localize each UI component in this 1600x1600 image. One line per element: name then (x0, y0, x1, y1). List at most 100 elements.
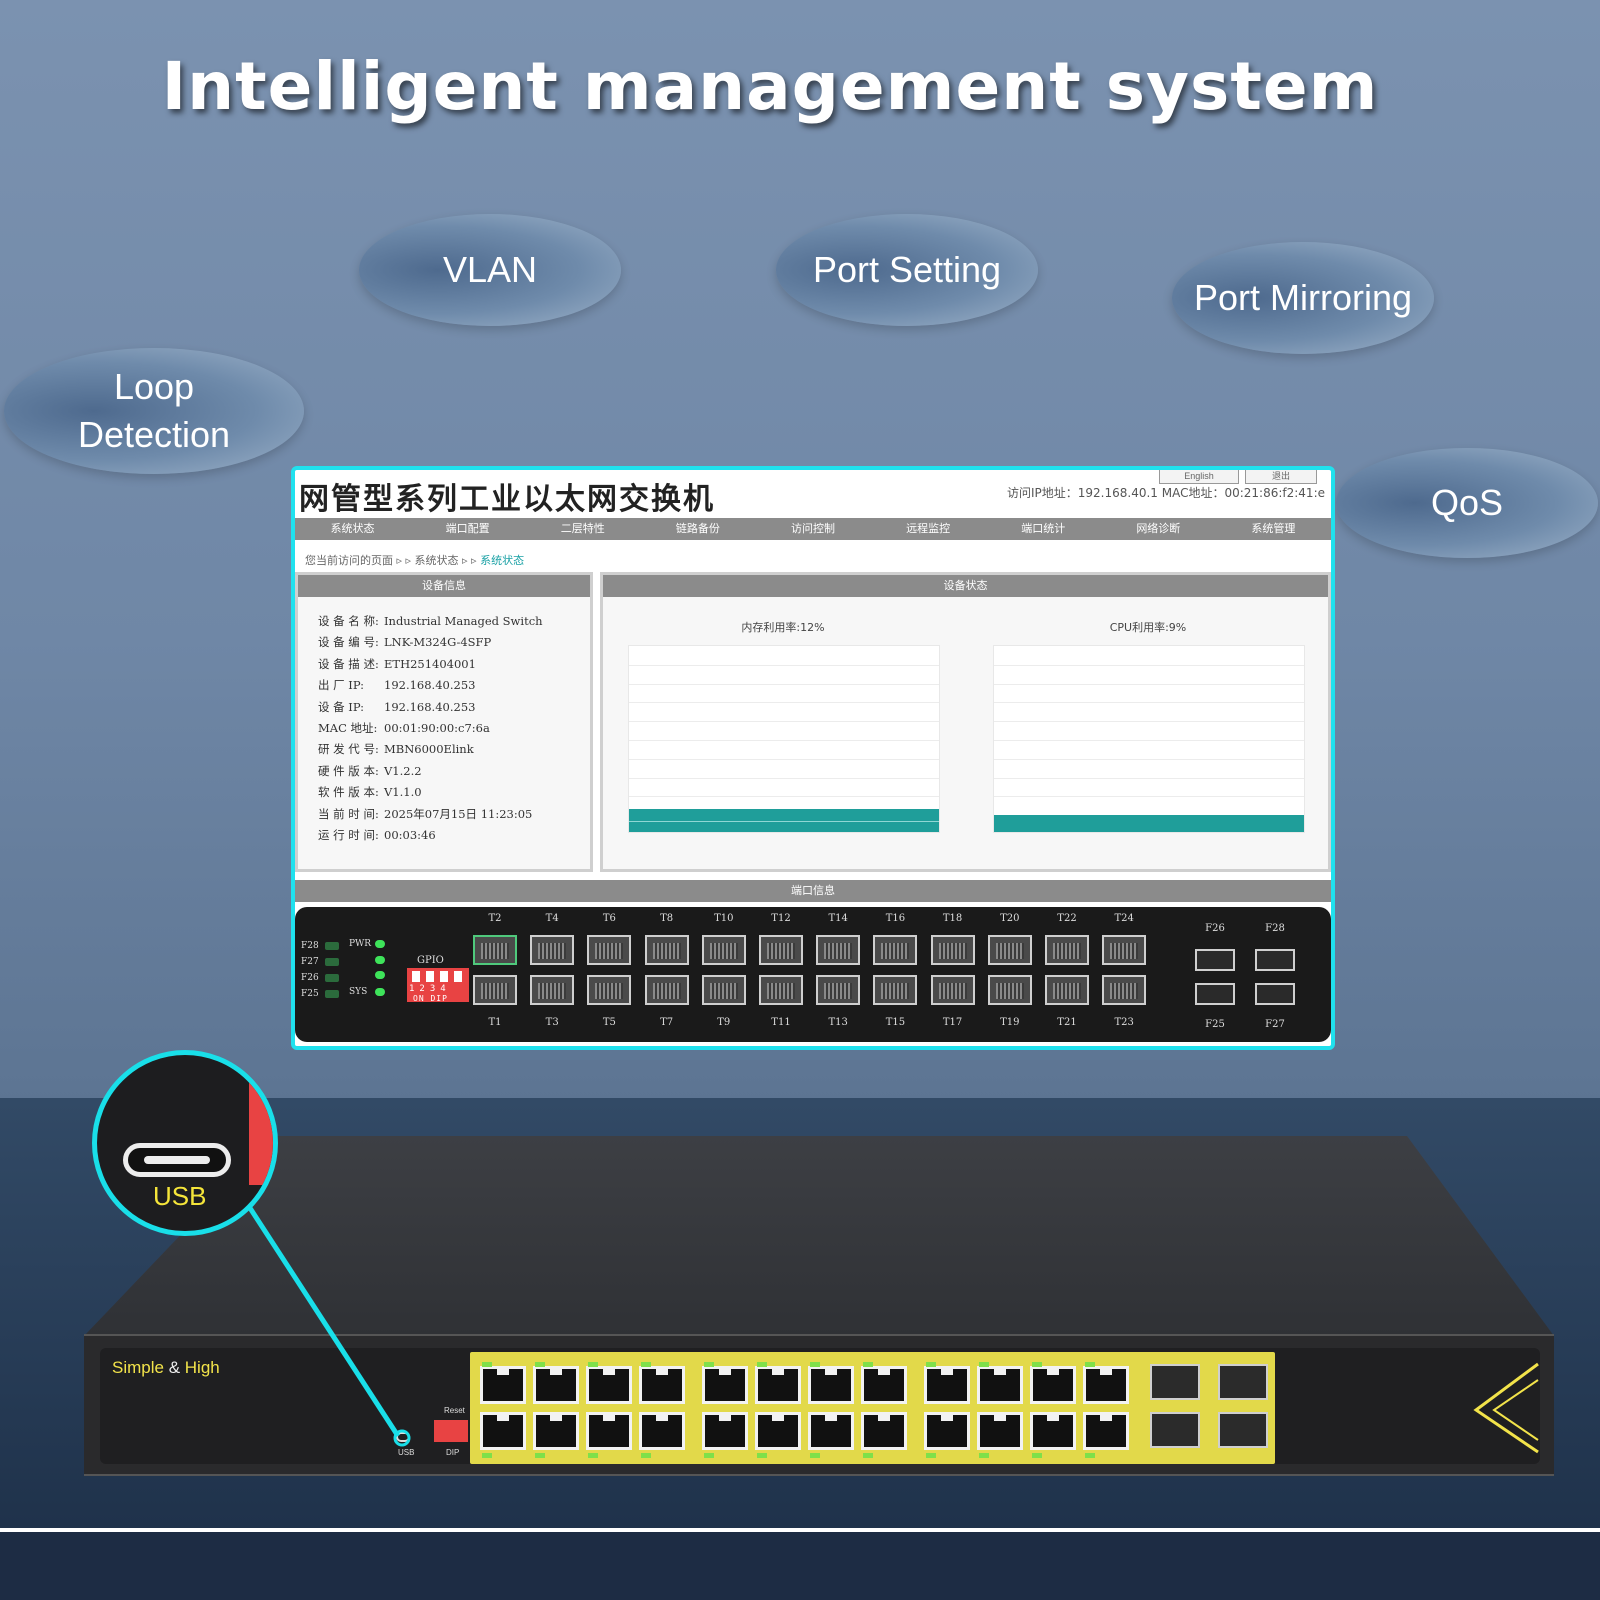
hw-rj45-port[interactable] (639, 1366, 685, 1404)
port-label-bottom: T1 (488, 1017, 502, 1028)
hw-sfp-port[interactable] (1150, 1364, 1200, 1400)
port-t13[interactable] (816, 975, 861, 1005)
hw-sfp-port[interactable] (1150, 1412, 1200, 1448)
port-t15[interactable] (873, 975, 918, 1005)
sfp-port-f26[interactable] (1195, 949, 1235, 971)
hw-port-led (704, 1453, 714, 1458)
port-t20[interactable] (987, 935, 1032, 965)
hw-rj45-port[interactable] (586, 1366, 632, 1404)
port-t24[interactable] (1102, 935, 1147, 965)
usb-small-label: USB (398, 1448, 415, 1457)
brand-amp: & (163, 1358, 185, 1377)
port-t3[interactable] (530, 975, 575, 1005)
port-t11[interactable] (759, 975, 803, 1005)
port-t1[interactable] (473, 975, 517, 1005)
nav-system-management[interactable]: 系统管理 (1251, 522, 1296, 535)
usb-c-port-icon (123, 1143, 231, 1177)
port-t6[interactable] (587, 935, 632, 965)
port-label-top: T12 (771, 913, 791, 924)
port-t22[interactable] (1045, 935, 1089, 965)
port-label-top: T10 (714, 913, 734, 924)
hw-rj45-port[interactable] (808, 1366, 854, 1404)
nav-port-statistics[interactable]: 端口统计 (1021, 522, 1066, 535)
hw-dip-switch (434, 1420, 468, 1442)
hw-port-led (926, 1453, 936, 1458)
hw-rj45-port[interactable] (1030, 1366, 1076, 1404)
port-t17[interactable] (930, 975, 975, 1005)
hw-rj45-port[interactable] (702, 1366, 748, 1404)
port-t8[interactable] (644, 935, 689, 965)
sfp-port-f28[interactable] (1255, 949, 1295, 971)
port-t18[interactable] (930, 935, 975, 965)
hw-sfp-port[interactable] (1218, 1364, 1268, 1400)
breadcrumb-prefix: 您当前访问的页面 ▹ ▹ 系统状态 ▹ ▹ (305, 554, 481, 567)
port-t12[interactable] (759, 935, 803, 965)
hw-rj45-port[interactable] (755, 1412, 801, 1450)
nav-system-status[interactable]: 系统状态 (330, 522, 375, 535)
device-info-row: 研 发 代 号:MBN6000Elink (298, 739, 590, 760)
hw-sfp-port[interactable] (1218, 1412, 1268, 1448)
device-info-key: 运 行 时 间: (318, 827, 379, 842)
floor-line (0, 1528, 1600, 1532)
port-label-top: T24 (1114, 913, 1134, 924)
hw-rj45-port[interactable] (1030, 1412, 1076, 1450)
port-label-bottom: T3 (545, 1017, 559, 1028)
hw-rj45-port[interactable] (480, 1366, 526, 1404)
breadcrumb-current[interactable]: 系统状态 (480, 554, 525, 567)
port-t10[interactable] (701, 935, 746, 965)
port-t16[interactable] (873, 935, 918, 965)
hw-rj45-port[interactable] (808, 1412, 854, 1450)
hw-port-led (535, 1362, 545, 1367)
port-label-bottom: T19 (1000, 1017, 1020, 1028)
hw-rj45-port[interactable] (977, 1366, 1023, 1404)
nav-port-config[interactable]: 端口配置 (445, 522, 490, 535)
device-info-row: 当 前 时 间:2025年07月15日 11:23:05 (298, 804, 590, 825)
hw-rj45-port[interactable] (924, 1412, 970, 1450)
hw-rj45-port[interactable] (1083, 1366, 1129, 1404)
device-info-value: Industrial Managed Switch (384, 614, 543, 628)
port-t5[interactable] (587, 975, 632, 1005)
dip-numbers: 1234 (409, 984, 451, 994)
port-t23[interactable] (1102, 975, 1147, 1005)
sfp-label-bottom: F27 (1265, 1019, 1285, 1030)
hw-rj45-port[interactable] (1083, 1412, 1129, 1450)
port-t2[interactable] (473, 935, 517, 965)
nav-remote-monitor[interactable]: 远程监控 (906, 522, 951, 535)
port-t14[interactable] (816, 935, 861, 965)
hw-rj45-port[interactable] (586, 1412, 632, 1450)
gauge-gridline (994, 721, 1304, 723)
exit-button[interactable]: 退出 (1245, 470, 1317, 484)
port-t19[interactable] (987, 975, 1032, 1005)
port-t21[interactable] (1045, 975, 1089, 1005)
hw-port-led (757, 1362, 767, 1367)
device-info-value: 00:01:90:00:c7:6a (384, 720, 490, 735)
hw-rj45-port[interactable] (861, 1412, 907, 1450)
feature-port-mirroring-label: Port Mirroring (1193, 277, 1413, 318)
device-info-row: 软 件 版 本:V1.1.0 (298, 782, 590, 803)
port-t7[interactable] (644, 975, 689, 1005)
nav-access-control[interactable]: 访问控制 (790, 522, 835, 535)
nav-network-diagnostics[interactable]: 网络诊断 (1136, 522, 1181, 535)
port-t4[interactable] (530, 935, 575, 965)
nav-layer2[interactable]: 二层特性 (560, 522, 605, 535)
sfp-port-f27[interactable] (1255, 983, 1295, 1005)
led-f28 (325, 942, 339, 950)
hw-rj45-port[interactable] (755, 1366, 801, 1404)
hw-rj45-port[interactable] (702, 1412, 748, 1450)
hw-rj45-port[interactable] (533, 1366, 579, 1404)
hw-rj45-port[interactable] (924, 1366, 970, 1404)
hw-rj45-port[interactable] (533, 1412, 579, 1450)
led-f26 (325, 974, 339, 982)
gauge-gridline (994, 702, 1304, 704)
hw-rj45-port[interactable] (639, 1412, 685, 1450)
led-label-f28: F28 (301, 941, 319, 951)
port-t9[interactable] (701, 975, 746, 1005)
nav-link-backup[interactable]: 链路备份 (675, 522, 720, 535)
hw-rj45-port[interactable] (861, 1366, 907, 1404)
sfp-port-f25[interactable] (1195, 983, 1235, 1005)
english-button[interactable]: English (1159, 470, 1239, 484)
hw-usb-port[interactable] (396, 1432, 410, 1442)
hw-rj45-port[interactable] (977, 1412, 1023, 1450)
hw-rj45-port[interactable] (480, 1412, 526, 1450)
